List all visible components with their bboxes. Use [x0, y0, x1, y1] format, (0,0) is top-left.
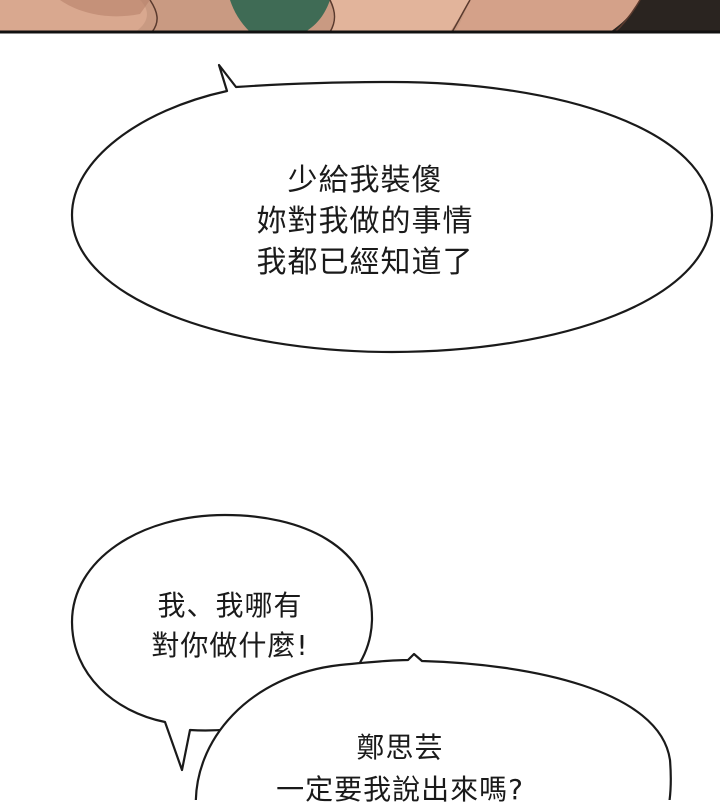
- speech-bubble-1: [70, 63, 714, 354]
- speech-bubble-1-line-1: 少給我裝傻: [287, 163, 443, 198]
- top-panel-green-fabric: [230, 0, 330, 32]
- top-panel: [0, 0, 720, 34]
- speech-bubble-3: [194, 652, 672, 800]
- top-panel-skin-shadow: [60, 0, 150, 17]
- speech-bubble-2-line-2: 對你做什麼!: [151, 629, 309, 662]
- speech-bubble-1-line-2: 妳對我做的事情: [256, 204, 474, 239]
- speech-bubble-1-outline: [70, 63, 714, 354]
- speech-bubble-3-line-2: 一定要我說出來嗎?: [276, 773, 524, 806]
- top-panel-skin-center: [330, 0, 470, 32]
- speech-bubble-2-text: 我、我哪有 對你做什麼!: [100, 586, 360, 666]
- speech-bubble-3-outline: [194, 652, 672, 800]
- speech-bubble-1-text: 少給我裝傻 妳對我做的事情 我都已經知道了: [200, 160, 530, 283]
- speech-bubble-3-text: 鄭思芸 一定要我說出來嗎?: [230, 727, 570, 811]
- top-panel-lines: [149, 0, 641, 33]
- speech-bubble-2-line-1: 我、我哪有: [157, 589, 303, 622]
- speech-bubble-3-line-1: 鄭思芸: [356, 731, 444, 764]
- speech-bubble-1-line-3: 我都已經知道了: [256, 245, 474, 280]
- top-panel-skin-right: [455, 0, 640, 32]
- top-panel-hair-right: [610, 0, 720, 32]
